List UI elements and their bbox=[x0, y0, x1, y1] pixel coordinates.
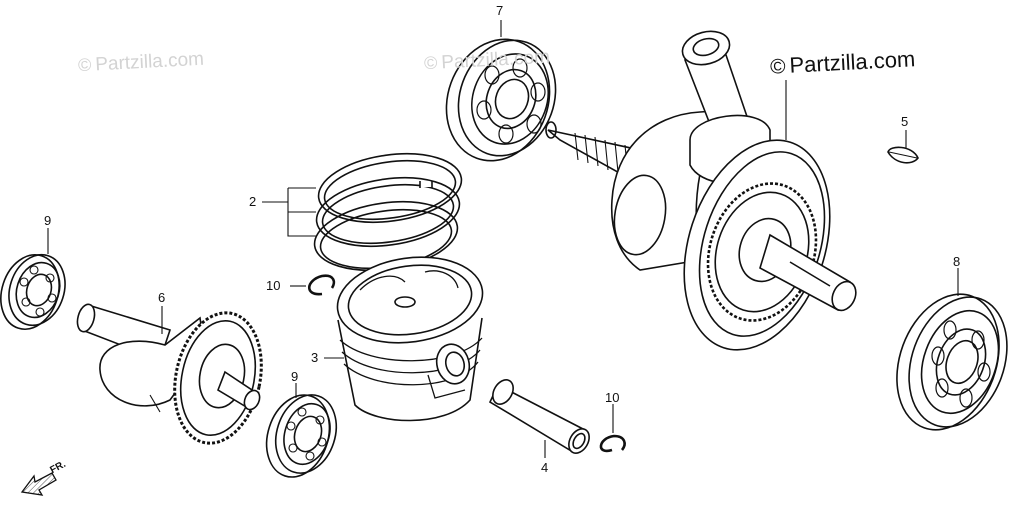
bearing-8 bbox=[896, 293, 1008, 431]
balancer-shaft-6 bbox=[76, 303, 263, 445]
bearing-9a bbox=[0, 253, 66, 330]
piston-3 bbox=[336, 256, 484, 422]
callout-3: 3 bbox=[311, 350, 319, 365]
callout-2: 2 bbox=[249, 194, 257, 209]
callout-8: 8 bbox=[953, 254, 961, 269]
piston-pin-4 bbox=[488, 379, 590, 454]
callout-9-left: 9 bbox=[44, 213, 52, 228]
callout-10-left: 10 bbox=[266, 278, 281, 293]
callout-4: 4 bbox=[541, 460, 549, 475]
callout-5: 5 bbox=[901, 114, 909, 129]
bearing-9b bbox=[265, 394, 338, 478]
callout-10-right: 10 bbox=[605, 390, 620, 405]
bearing-7 bbox=[445, 38, 557, 162]
woodruff-key-5 bbox=[887, 146, 919, 164]
pin-clip-10b bbox=[599, 434, 626, 453]
callout-7: 7 bbox=[496, 3, 504, 18]
leader-lines bbox=[47, 20, 959, 458]
crankshaft-1 bbox=[545, 30, 857, 351]
pin-clip-10a bbox=[307, 274, 336, 296]
callout-6: 6 bbox=[158, 290, 166, 305]
callout-9-lower: 9 bbox=[291, 369, 299, 384]
front-direction-arrow-icon bbox=[20, 472, 57, 496]
